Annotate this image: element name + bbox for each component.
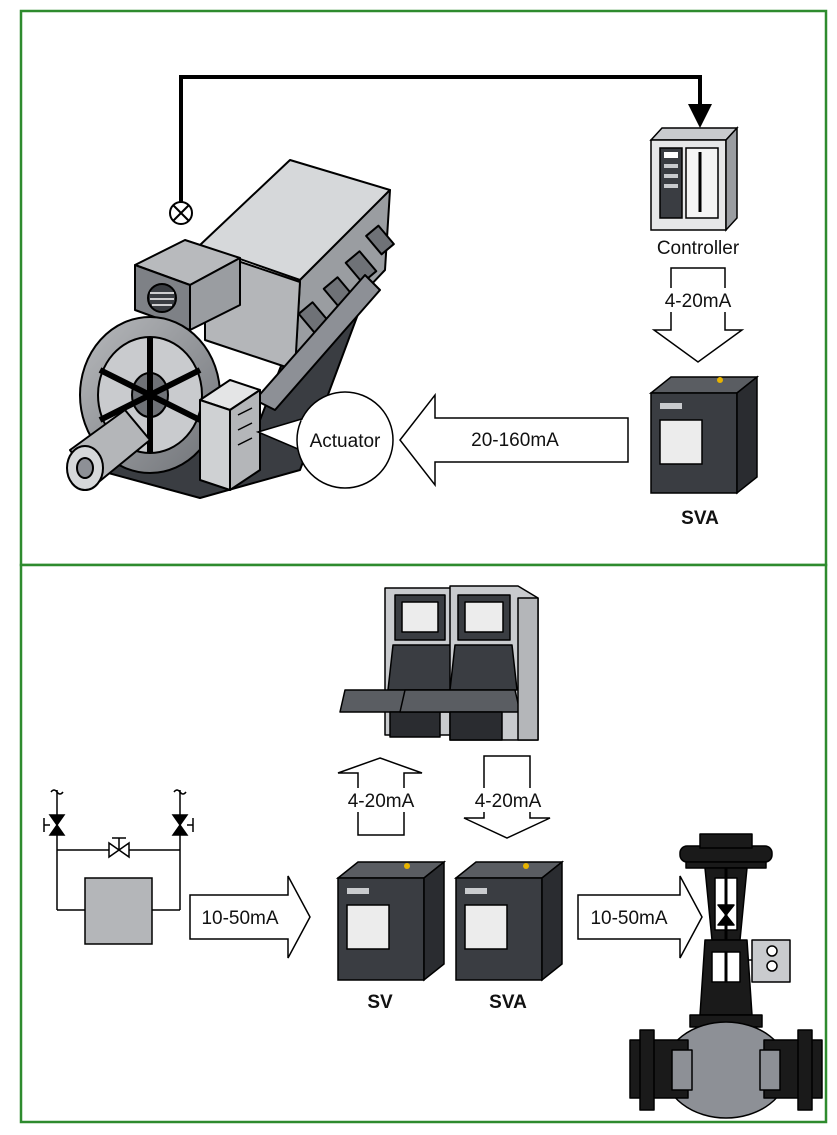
dcs-up-signal-label: 4-20mA xyxy=(348,791,415,812)
input-signal-arrow: 10-50mA xyxy=(189,875,311,959)
input-signal-label: 10-50mA xyxy=(201,908,278,929)
sva-module-icon xyxy=(648,375,760,495)
dcs-up-signal-arrow: 4-20mA xyxy=(337,757,423,836)
dcs-console-icon xyxy=(339,585,539,741)
controller-icon xyxy=(649,126,739,232)
control-valve-icon xyxy=(629,833,823,1119)
actuator-signal-label: 20-160mA xyxy=(471,430,559,451)
flow-element-icon xyxy=(43,789,194,945)
top-sva-label: SVA xyxy=(681,508,719,529)
sv-module-icon xyxy=(335,860,447,982)
feedback-line xyxy=(179,75,712,203)
controller-signal-arrow: 4-20mA xyxy=(651,267,745,363)
output-signal-label: 10-50mA xyxy=(590,908,667,929)
actuator-signal-arrow: 20-160mA xyxy=(399,392,629,488)
sensor-lamp-icon xyxy=(169,201,193,225)
output-signal-arrow: 10-50mA xyxy=(577,875,703,959)
dcs-down-signal-arrow: 4-20mA xyxy=(463,755,551,839)
actuator-callout: Actuator xyxy=(255,391,394,489)
sv-label: SV xyxy=(367,992,393,1013)
bottom-sva-label: SVA xyxy=(489,992,527,1013)
controller-label: Controller xyxy=(657,238,740,259)
actuator-label: Actuator xyxy=(310,431,381,452)
bottom-sva-module-icon xyxy=(453,860,565,982)
controller-signal-label: 4-20mA xyxy=(665,291,732,312)
dcs-down-signal-label: 4-20mA xyxy=(475,791,542,812)
